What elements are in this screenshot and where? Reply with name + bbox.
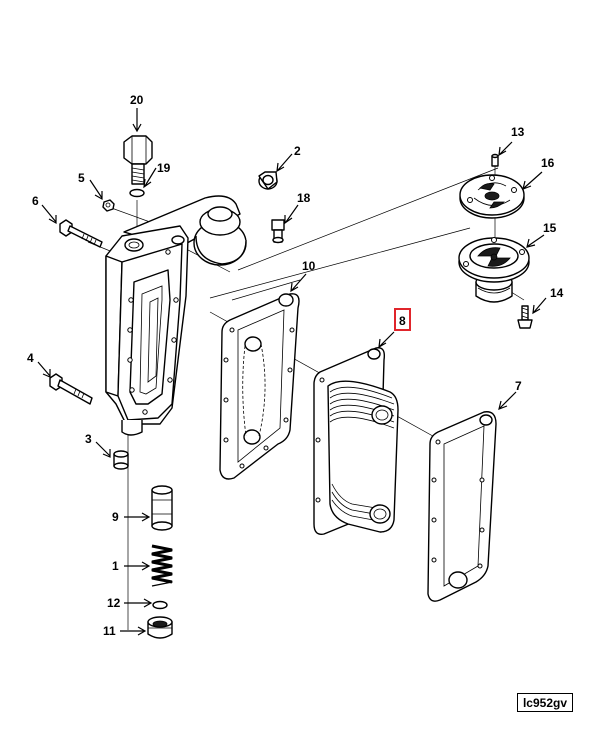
part-16-flange[interactable] <box>459 174 525 219</box>
part-18-fitting[interactable] <box>271 219 285 244</box>
part-20-bolt[interactable] <box>123 135 153 185</box>
callout-16[interactable]: 16 <box>541 156 555 170</box>
part-11-plug[interactable] <box>147 616 173 639</box>
oil-cooler-housing[interactable] <box>105 195 247 436</box>
part-19-o-ring[interactable] <box>129 188 145 198</box>
part-14-screw[interactable] <box>517 305 533 329</box>
callout-arrows <box>37 108 547 636</box>
callout-18[interactable]: 18 <box>297 191 311 205</box>
part-12-o-ring[interactable] <box>152 600 168 610</box>
part-6-bolt[interactable] <box>59 219 103 248</box>
callout-15[interactable]: 15 <box>543 221 557 235</box>
part-4-bolt[interactable] <box>49 373 93 405</box>
callout-6[interactable]: 6 <box>32 194 39 208</box>
callout-11[interactable]: 11 <box>103 624 116 638</box>
part-8-oil-cooler-element[interactable] <box>313 347 399 535</box>
callout-7[interactable]: 7 <box>515 379 522 393</box>
part-3-plug[interactable] <box>113 450 129 470</box>
drawing-code-label: lc952gv <box>517 693 573 712</box>
callout-1[interactable]: 1 <box>112 559 119 573</box>
callout-13[interactable]: 13 <box>511 125 525 139</box>
part-2-plug[interactable] <box>258 171 278 190</box>
callout-8-highlight-box <box>394 308 411 331</box>
callout-14[interactable]: 14 <box>550 286 564 300</box>
part-9-valve[interactable] <box>151 485 173 531</box>
part-7-gasket[interactable] <box>427 411 497 602</box>
callout-20[interactable]: 20 <box>130 93 144 107</box>
callout-5[interactable]: 5 <box>78 171 85 185</box>
part-13-pin[interactable] <box>491 153 499 167</box>
part-1-spring[interactable] <box>151 544 173 587</box>
callout-4[interactable]: 4 <box>27 351 34 365</box>
callout-19[interactable]: 19 <box>157 161 171 175</box>
callout-12[interactable]: 12 <box>107 596 121 610</box>
callout-10[interactable]: 10 <box>302 259 316 273</box>
callout-labels: 20 19 2 5 6 18 13 16 15 14 10 8 7 4 3 9 … <box>27 93 564 638</box>
callout-8[interactable]: 8 <box>399 314 406 328</box>
callout-9[interactable]: 9 <box>112 510 119 524</box>
callout-3[interactable]: 3 <box>85 432 92 446</box>
part-15-thermostat[interactable] <box>458 237 530 303</box>
part-5-plug[interactable] <box>102 199 115 212</box>
callout-2[interactable]: 2 <box>294 144 301 158</box>
part-10-gasket[interactable] <box>219 293 300 480</box>
